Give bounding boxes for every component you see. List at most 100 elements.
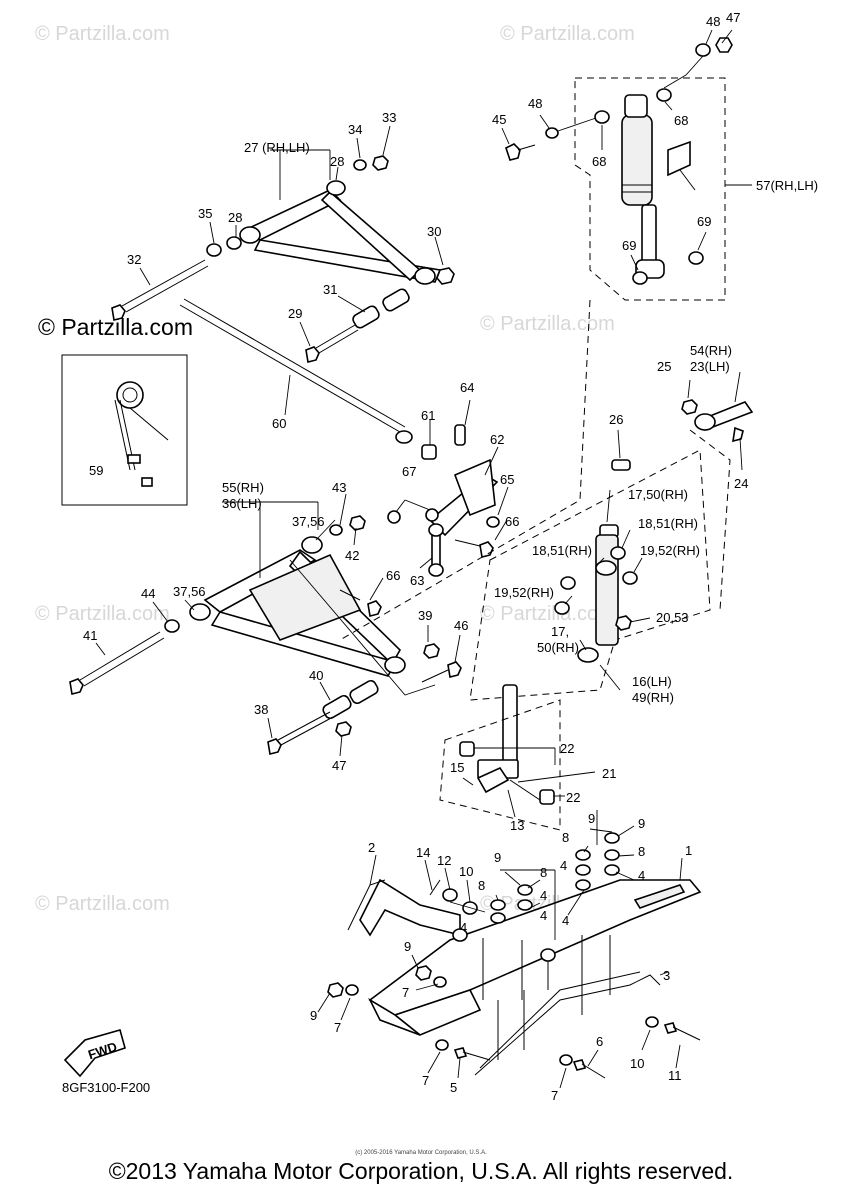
- label-18-51: 18,51(RH): [532, 543, 592, 558]
- label-9: 9: [310, 1008, 317, 1023]
- inset-box: [61, 354, 188, 506]
- label-22: 22: [566, 790, 580, 805]
- diagram-code: 8GF3100-F200: [62, 1080, 150, 1095]
- label-2: 2: [368, 840, 375, 855]
- label-27: 27 (RH,LH): [244, 140, 310, 155]
- watermark: © Partzilla.com: [35, 23, 170, 45]
- label-63: 63: [410, 573, 424, 588]
- label-69: 69: [622, 238, 636, 253]
- label-41: 41: [83, 628, 97, 643]
- label-24: 24: [734, 476, 748, 491]
- label-37-56: 37,56: [173, 584, 206, 599]
- spindle-housing: [339, 299, 754, 831]
- label-16: 16(LH): [632, 674, 672, 689]
- label-12: 12: [437, 853, 451, 868]
- label-68: 68: [592, 154, 606, 169]
- label-8: 8: [478, 878, 485, 893]
- label-59: 59: [89, 463, 103, 478]
- label-25: 25: [657, 359, 671, 374]
- shaft: [179, 298, 437, 460]
- label-28: 28: [228, 210, 242, 225]
- label-21: 21: [602, 766, 616, 781]
- label-4: 4: [638, 868, 645, 883]
- label-46: 46: [454, 618, 468, 633]
- top-hardware: [505, 37, 733, 161]
- label-4: 4: [460, 920, 467, 935]
- label-33: 33: [382, 110, 396, 125]
- label-48: 48: [528, 96, 542, 111]
- label-4: 4: [540, 888, 547, 903]
- label-61: 61: [421, 408, 435, 423]
- label-66: 66: [386, 568, 400, 583]
- label-10: 10: [630, 1056, 644, 1071]
- label-31: 31: [323, 282, 337, 297]
- label-47: 47: [332, 758, 346, 773]
- label-47: 47: [726, 10, 740, 25]
- watermark: © Partzilla.com: [35, 603, 170, 625]
- label-17: 17,: [551, 624, 569, 639]
- label-26: 26: [609, 412, 623, 427]
- watermark: © Partzilla.com: [480, 603, 615, 625]
- label-15: 15: [450, 760, 464, 775]
- label-20-53: 20,53: [656, 610, 689, 625]
- label-44: 44: [141, 586, 155, 601]
- label-57: 57(RH,LH): [756, 178, 818, 193]
- label-8: 8: [638, 844, 645, 859]
- label-4: 4: [560, 858, 567, 873]
- upper-a-arm: [111, 155, 455, 363]
- watermark: © Partzilla.com: [500, 23, 635, 45]
- label-7: 7: [551, 1088, 558, 1103]
- label-55: 55(RH): [222, 480, 264, 495]
- label-10: 10: [459, 864, 473, 879]
- label-67: 67: [402, 464, 416, 479]
- label-14: 14: [416, 845, 430, 860]
- label-30: 30: [427, 224, 441, 239]
- label-1: 1: [685, 843, 692, 858]
- label-34: 34: [348, 122, 362, 137]
- label-64: 64: [460, 380, 474, 395]
- label-60: 60: [272, 416, 286, 431]
- linkage: [387, 424, 500, 577]
- label-48: 48: [706, 14, 720, 29]
- label-50: 50(RH): [537, 640, 579, 655]
- label-54: 54(RH): [690, 343, 732, 358]
- label-69: 69: [697, 214, 711, 229]
- label-11: 11: [668, 1068, 682, 1083]
- part-labels: 48 47 48 45 68 68 57(RH,LH) 69 69 33 34 …: [62, 10, 818, 1103]
- label-7: 7: [334, 1020, 341, 1035]
- watermark: © Partzilla.com: [480, 313, 615, 335]
- label-8: 8: [562, 830, 569, 845]
- label-49: 49(RH): [632, 690, 674, 705]
- label-39: 39: [418, 608, 432, 623]
- label-3: 3: [663, 968, 670, 983]
- label-23: 23(LH): [690, 359, 730, 374]
- label-9: 9: [638, 816, 645, 831]
- label-35: 35: [198, 206, 212, 221]
- label-66: 66: [505, 514, 519, 529]
- label-9: 9: [588, 811, 595, 826]
- label-7: 7: [402, 985, 409, 1000]
- label-43: 43: [332, 480, 346, 495]
- shock-absorber-assembly: [574, 77, 752, 301]
- label-32: 32: [127, 252, 141, 267]
- label-19-52: 19,52(RH): [494, 585, 554, 600]
- label-62: 62: [490, 432, 504, 447]
- label-6: 6: [596, 1034, 603, 1049]
- label-40: 40: [309, 668, 323, 683]
- copyright-notice: ©2013 Yamaha Motor Corporation, U.S.A. A…: [108, 1158, 734, 1184]
- label-36: 36(LH): [222, 496, 262, 511]
- label-65: 65: [500, 472, 514, 487]
- ski-assembly: [327, 810, 702, 1079]
- label-45: 45: [492, 112, 506, 127]
- label-7: 7: [422, 1073, 429, 1088]
- label-68: 68: [674, 113, 688, 128]
- label-29: 29: [288, 306, 302, 321]
- small-copyright: (c) 2005-2016 Yamaha Motor Corporation, …: [355, 1150, 487, 1156]
- label-28: 28: [330, 154, 344, 169]
- label-42: 42: [345, 548, 359, 563]
- label-17-50: 17,50(RH): [628, 487, 688, 502]
- label-38: 38: [254, 702, 268, 717]
- label-9: 9: [404, 939, 411, 954]
- label-4: 4: [562, 913, 569, 928]
